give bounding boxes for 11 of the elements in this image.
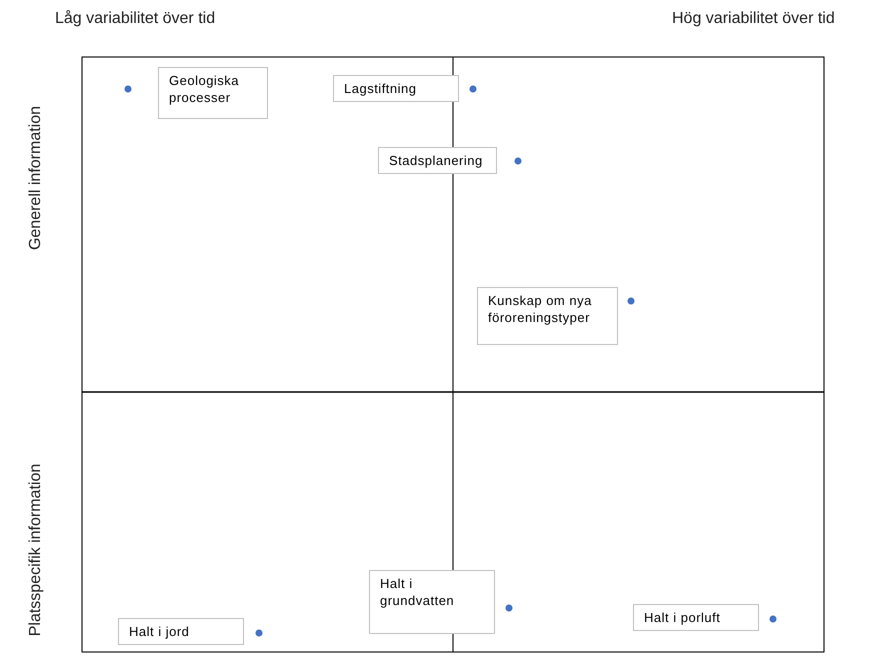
label-box: Stadsplanering — [378, 147, 497, 174]
label-box: Halt i porluft — [633, 604, 759, 631]
axis-label: Låg variabilitet över tid — [55, 10, 216, 28]
axis-label: Hög variabilitet över tid — [672, 10, 835, 28]
label-box: Geologiska processer — [158, 67, 268, 119]
label-box: Kunskap om nya föroreningstyper — [477, 287, 618, 345]
axis-label: Generell information — [27, 106, 45, 250]
label-box: Halt i jord — [118, 618, 244, 645]
label-box: Halt i grundvatten — [369, 570, 495, 634]
axis-label: Platsspecifik information — [27, 464, 45, 636]
label-box: Lagstiftning — [333, 75, 459, 102]
